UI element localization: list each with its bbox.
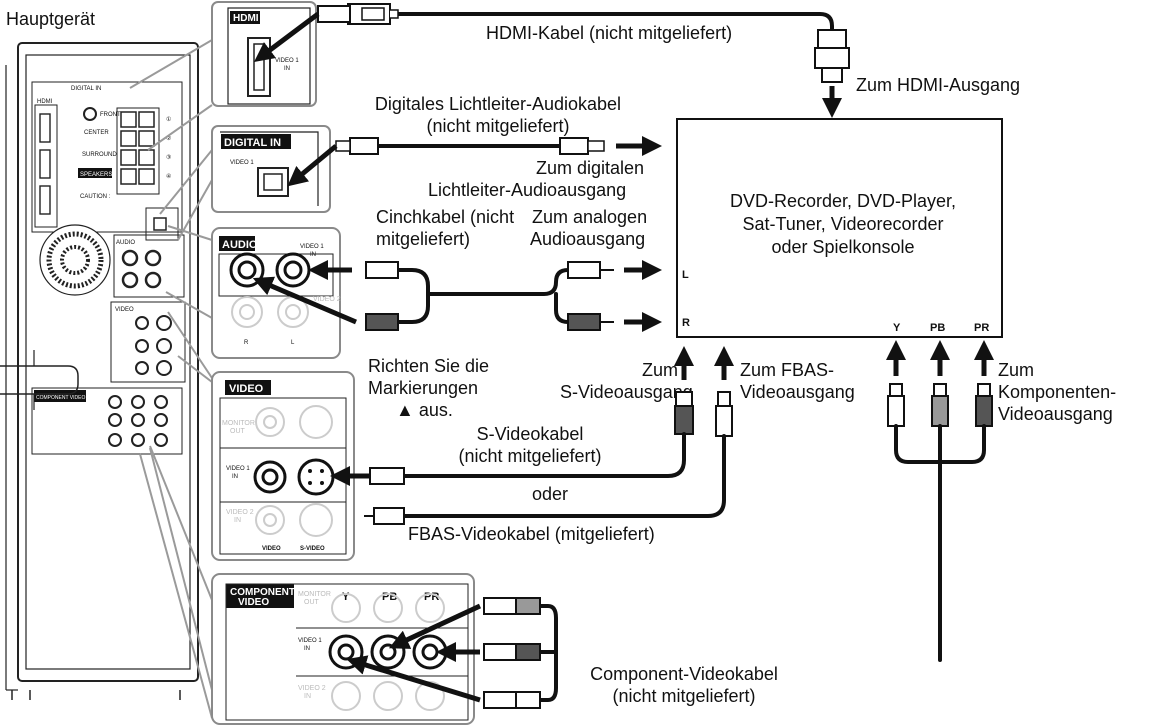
device-port-r: R <box>682 317 690 329</box>
device-port-l: L <box>682 269 689 281</box>
hdmi-port-label-2: IN <box>284 66 290 72</box>
composite-cable: Zum FBAS- Videoausgang FBAS-Videokabel (… <box>364 346 855 544</box>
or-label: oder <box>532 484 568 504</box>
component-panel-label-2: VIDEO <box>238 597 269 608</box>
svideo-output-line1: Zum <box>642 360 678 380</box>
audio-video2-hint: VIDEO 2 <box>313 296 341 303</box>
svideo-note-line3: ▲ aus. <box>396 400 453 420</box>
speaker-num-4: ④ <box>166 173 171 180</box>
rear-audio-label: AUDIO <box>116 240 135 246</box>
video-monitor-out-2: OUT <box>230 428 246 435</box>
component-panel-label-1: COMPONENT <box>230 587 295 598</box>
rear-caution-label: CAUTION : <box>80 194 111 200</box>
rear-surround-label: SURROUND <box>82 152 117 158</box>
digital-in-panel-label: DIGITAL IN <box>224 137 281 149</box>
optical-cable-line2: (nicht mitgeliefert) <box>426 116 569 136</box>
audio-panel-label: AUDIO <box>222 239 258 251</box>
svideo-cable-line1: S-Videokabel <box>477 424 584 444</box>
component-monitor-out-1: MONITOR <box>298 591 331 598</box>
composite-output-line1: Zum FBAS- <box>740 360 834 380</box>
speaker-terminals: ① ② ③ ④ <box>116 107 171 195</box>
audio-output-line2: Audioausgang <box>530 229 645 249</box>
component-video2-label-1: VIDEO 2 <box>298 685 326 692</box>
audio-output-line1: Zum analogen <box>532 207 647 227</box>
component-monitor-out-2: OUT <box>304 599 320 606</box>
hdmi-port-label-1: VIDEO 1 <box>275 58 299 64</box>
rear-front-label: FRONT <box>100 112 121 118</box>
svideo-cable-line2: (nicht mitgeliefert) <box>458 446 601 466</box>
svideo-col-label: S-VIDEO <box>300 546 325 552</box>
device-port-pr: PR <box>974 322 989 334</box>
audio-zoom-panel: AUDIO VIDEO 1 IN VIDEO 2 R L <box>211 227 341 359</box>
video-zoom-panel: VIDEO MONITOR OUT VIDEO 1 IN VIDEO 2 IN … <box>211 371 355 561</box>
rear-center-label: CENTER <box>84 130 109 136</box>
callout-lines <box>129 39 213 719</box>
device-line-1: DVD-Recorder, DVD-Player, <box>730 191 956 211</box>
video1-label-1: VIDEO 1 <box>226 466 250 472</box>
component-video1-label-1: VIDEO 1 <box>298 638 322 644</box>
svideo-cable: Richten Sie die Markierungen ▲ aus. Zum … <box>330 346 694 504</box>
component-output-line3: Videoausgang <box>998 404 1113 424</box>
video1-label-2: IN <box>232 474 238 480</box>
svideo-note-line2: Markierungen <box>368 378 478 398</box>
audio-jack-r-label: R <box>244 340 249 346</box>
component-cable-line1: Component-Videokabel <box>590 664 778 684</box>
component-video2-label-2: IN <box>304 693 311 700</box>
rear-video-label: VIDEO <box>115 307 134 313</box>
audio-port-label-1: VIDEO 1 <box>300 244 324 250</box>
component-output-line2: Komponenten- <box>998 382 1116 402</box>
video-panel-label: VIDEO <box>229 383 264 395</box>
speaker-num-2: ② <box>166 135 171 142</box>
hdmi-cable: HDMI-Kabel (nicht mitgeliefert) Zum HDMI… <box>254 3 1020 118</box>
component-col-y: Y <box>342 591 350 603</box>
svideo-note-line1: Richten Sie die <box>368 356 489 376</box>
component-cable: Zum Komponenten- Videoausgang Component-… <box>346 340 1116 709</box>
speaker-num-3: ③ <box>166 154 171 161</box>
rear-speakers-label: SPEAKERS <box>80 172 112 178</box>
component-cable-line2: (nicht mitgeliefert) <box>612 686 755 706</box>
component-output-line1: Zum <box>998 360 1034 380</box>
optical-output-line1: Zum digitalen <box>536 158 644 178</box>
audio-port-label-2: IN <box>310 252 316 258</box>
rear-hdmi-label: HDMI <box>37 99 53 105</box>
hdmi-panel-label: HDMI <box>233 13 259 24</box>
composite-output-line2: Videoausgang <box>740 382 855 402</box>
optical-port-label: VIDEO 1 <box>230 160 254 166</box>
svideo-output-line2: S-Videoausgang <box>560 382 693 402</box>
hdmi-cable-label: HDMI-Kabel (nicht mitgeliefert) <box>486 23 732 43</box>
device-line-3: oder Spielkonsole <box>771 237 914 257</box>
video-monitor-out-1: MONITOR <box>222 420 255 427</box>
device-line-2: Sat-Tuner, Videorecorder <box>742 214 943 234</box>
optical-cable-line1: Digitales Lichtleiter-Audiokabel <box>375 94 621 114</box>
source-device-box: DVD-Recorder, DVD-Player, Sat-Tuner, Vid… <box>676 118 1003 338</box>
composite-cable-label: FBAS-Videokabel (mitgeliefert) <box>408 524 655 544</box>
video2-label-2: IN <box>234 517 241 524</box>
audio-cable-line1: Cinchkabel (nicht <box>376 207 514 227</box>
optical-output-line2: Lichtleiter-Audioausgang <box>428 180 626 200</box>
video2-label-1: VIDEO 2 <box>226 509 254 516</box>
device-port-y: Y <box>893 322 901 334</box>
audio-cable: Cinchkabel (nicht mitgeliefert) Zum anal… <box>252 207 662 332</box>
audio-cable-line2: mitgeliefert) <box>376 229 470 249</box>
main-unit-title: Hauptgerät <box>6 9 95 29</box>
component-zoom-panel: COMPONENT VIDEO MONITOR OUT Y PB PR VIDE… <box>211 573 475 725</box>
main-unit-rear-panel: HDMI DIGITAL IN FRONT CENTER SURROUND SP… <box>0 42 199 700</box>
video-col-label: VIDEO <box>262 546 281 552</box>
audio-jack-l-label: L <box>291 340 295 346</box>
hdmi-output-label: Zum HDMI-Ausgang <box>856 75 1020 95</box>
optical-cable: Digitales Lichtleiter-Audiokabel (nicht … <box>287 94 662 200</box>
rear-component-label: COMPONENT VIDEO <box>36 395 85 401</box>
speaker-num-1: ① <box>166 116 171 123</box>
device-port-pb: PB <box>930 322 945 334</box>
component-video1-label-2: IN <box>304 646 310 652</box>
rear-digital-in-label: DIGITAL IN <box>71 86 101 92</box>
digital-in-zoom-panel: DIGITAL IN VIDEO 1 <box>211 125 331 213</box>
